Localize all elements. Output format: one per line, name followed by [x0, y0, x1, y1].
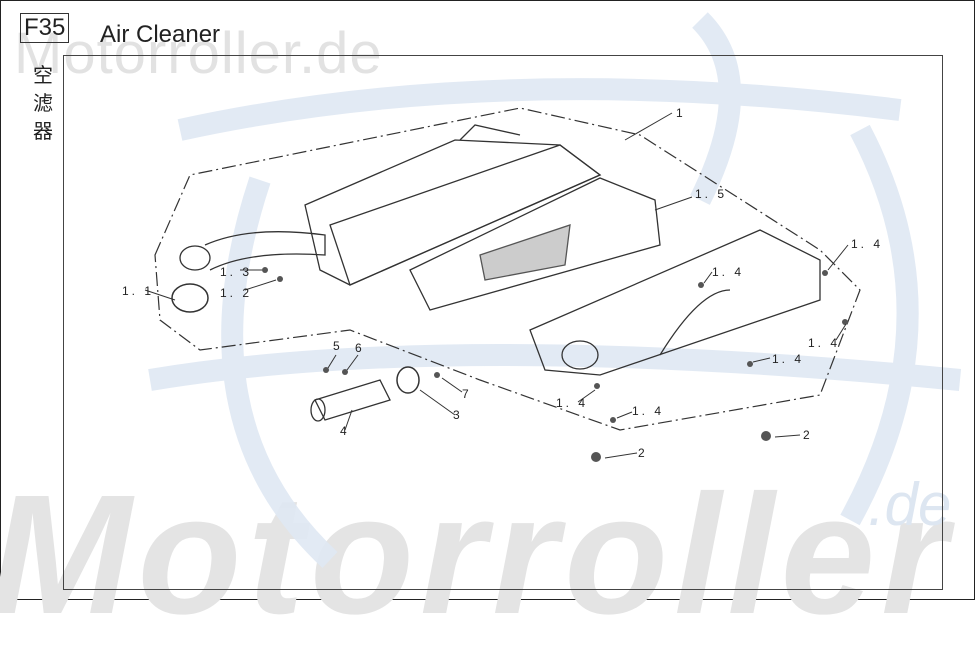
part-label-1-4: 1. 4 — [712, 265, 745, 279]
part-label-7: 7 — [462, 387, 472, 401]
chinese-char: 滤 — [33, 93, 53, 115]
intake-tube — [179, 231, 326, 271]
clamp-1-1 — [171, 283, 209, 313]
part-label-1-1: 1. 1 — [122, 284, 155, 298]
parts-diagram — [144, 12, 962, 569]
watermark-suffix: .de — [868, 471, 952, 538]
part-label-1-5: 1. 5 — [695, 187, 728, 201]
part-label-2: 2 — [638, 446, 648, 460]
filter-element — [409, 177, 661, 311]
part-label-2: 2 — [803, 428, 813, 442]
chinese-char: 器 — [33, 121, 53, 143]
leader-lines — [144, 112, 849, 459]
part-label-3: 3 — [453, 408, 463, 422]
part-label-1-4: 1. 4 — [632, 404, 665, 418]
part-label-1-3: 1. 3 — [220, 265, 253, 279]
air-cleaner-housing — [304, 124, 602, 286]
diagram-border — [63, 55, 943, 590]
chinese-title: 空 滤 器 — [33, 62, 57, 146]
part-label-1-4: 1. 4 — [851, 237, 884, 251]
part-label-1-4: 1. 4 — [772, 352, 805, 366]
part-label-1-4: 1. 4 — [556, 396, 589, 410]
part-label-1: 1 — [676, 106, 686, 120]
watermark-top: Motorroller.de — [14, 21, 383, 86]
chinese-char: 空 — [33, 65, 53, 87]
screws — [262, 267, 848, 462]
page-title: Air Cleaner — [100, 21, 221, 48]
air-cleaner-cover — [529, 229, 821, 376]
part-label-4: 4 — [340, 424, 350, 438]
part-label-1-4: 1. 4 — [808, 336, 841, 350]
figure-code: F35 — [20, 13, 70, 43]
hose-4 — [310, 379, 391, 422]
part-label-1-2: 1. 2 — [220, 286, 253, 300]
assembly-outline — [154, 107, 861, 431]
watermark-swoosh — [148, 12, 962, 569]
part-label-6: 6 — [355, 341, 365, 355]
part-label-5: 5 — [333, 339, 343, 353]
clamp-3 — [396, 366, 420, 394]
